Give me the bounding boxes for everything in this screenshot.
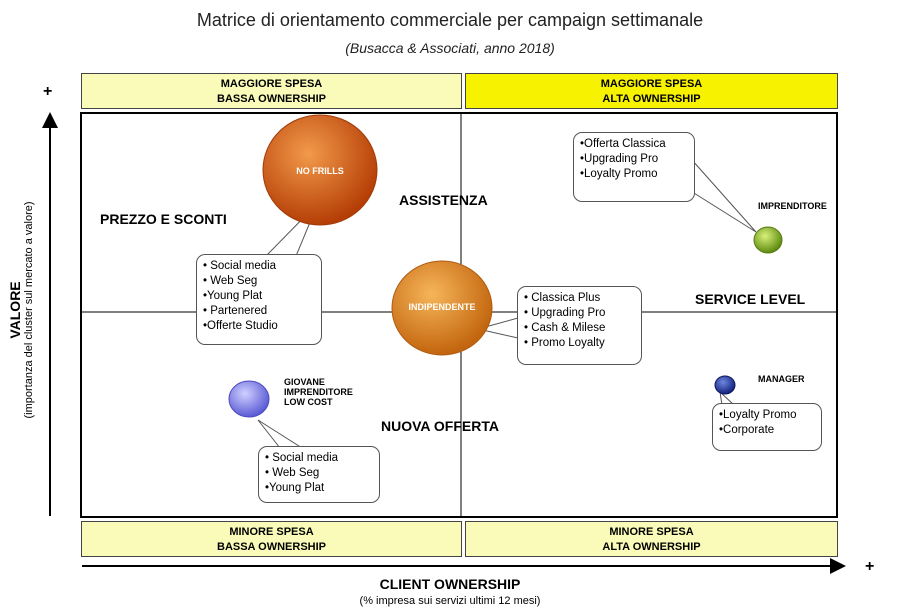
callout-item: • Promo Loyalty — [524, 337, 605, 349]
callout-item: •Corporate — [719, 424, 775, 436]
callout-item: •Young Plat — [265, 482, 325, 494]
callout-item: • Web Seg — [203, 275, 258, 287]
giovane-bubble — [228, 380, 270, 418]
region-nuova-offerta: NUOVA OFFERTA — [381, 418, 499, 434]
quadrant-label-line: ALTA OWNERSHIP — [602, 541, 701, 553]
quadrant-label-top-left: MAGGIORE SPESA BASSA OWNERSHIP — [81, 73, 462, 109]
page-title: Matrice di orientamento commerciale per … — [196, 10, 704, 30]
quadrant-label-bottom-left: MINORE SPESA BASSA OWNERSHIP — [81, 521, 462, 557]
x-axis-title: CLIENT OWNERSHIP — [379, 576, 521, 592]
callout-tail-giovane — [257, 419, 304, 449]
callout-item: •Upgrading Pro — [580, 153, 659, 165]
indipendente-bubble — [391, 260, 493, 356]
callout-no-frills: • Social media • Web Seg •Young Plat • P… — [196, 254, 322, 345]
x-axis-plus: + — [865, 558, 875, 575]
imprenditore-bubble — [753, 226, 783, 254]
callout-item: • Web Seg — [265, 467, 320, 479]
callout-imprenditore: •Offerta Classica •Upgrading Pro •Loyalt… — [573, 132, 695, 202]
callout-indipendente: • Classica Plus • Upgrading Pro • Cash &… — [517, 286, 642, 365]
callout-item: •Offerta Classica — [580, 138, 666, 150]
region-assistenza: ASSISTENZA — [399, 192, 488, 208]
manager-bubble — [714, 375, 736, 395]
quadrant-label-top-right: MAGGIORE SPESA ALTA OWNERSHIP — [465, 73, 838, 109]
matrix-frame — [80, 112, 838, 518]
callout-item: • Cash & Milese — [524, 322, 606, 334]
imprenditore-label: IMPRENDITORE — [758, 201, 827, 211]
callout-item: •Young Plat — [203, 290, 263, 302]
indipendente-label: INDIPENDENTE — [408, 302, 476, 312]
giovane-label-line: IMPRENDITORE — [284, 387, 353, 397]
callout-item: • Social media — [203, 260, 277, 272]
quadrant-label-line: BASSA OWNERSHIP — [217, 93, 326, 105]
callout-giovane: • Social media • Web Seg •Young Plat — [258, 446, 380, 503]
quadrant-label-line: MAGGIORE SPESA — [220, 78, 323, 90]
no-frills-label: NO FRILLS — [296, 166, 344, 176]
callout-item: •Loyalty Promo — [719, 409, 797, 421]
callout-item: • Upgrading Pro — [524, 307, 606, 319]
quadrant-label-line: MINORE SPESA — [229, 526, 314, 538]
callout-item: • Partenered — [203, 305, 268, 317]
y-axis-plus: + — [43, 83, 53, 100]
region-service-level: SERVICE LEVEL — [695, 291, 806, 307]
callout-item: •Offerte Studio — [203, 320, 278, 332]
quadrant-label-line: MAGGIORE SPESA — [600, 78, 703, 90]
callout-manager: •Loyalty Promo •Corporate — [712, 403, 822, 451]
callout-item: • Classica Plus — [524, 292, 601, 304]
quadrant-label-bottom-right: MINORE SPESA ALTA OWNERSHIP — [465, 521, 838, 557]
x-axis-subtitle: (% impresa sui servizi ultimi 12 mesi) — [359, 595, 541, 607]
giovane-label: GIOVANE IMPRENDITORE LOW COST — [284, 377, 353, 407]
region-prezzo-sconti: PREZZO E SCONTI — [100, 211, 227, 227]
quadrant-label-line: BASSA OWNERSHIP — [217, 541, 326, 553]
callout-item: • Social media — [265, 452, 339, 464]
callout-item: •Loyalty Promo — [580, 168, 658, 180]
giovane-label-line: LOW COST — [284, 397, 333, 407]
giovane-label-line: GIOVANE — [284, 377, 325, 387]
quadrant-label-line: MINORE SPESA — [609, 526, 694, 538]
quadrant-label-line: ALTA OWNERSHIP — [602, 93, 701, 105]
no-frills-bubble — [262, 114, 378, 226]
page-subtitle: (Busacca & Associati, anno 2018) — [345, 40, 555, 56]
manager-label: MANAGER — [758, 374, 805, 384]
